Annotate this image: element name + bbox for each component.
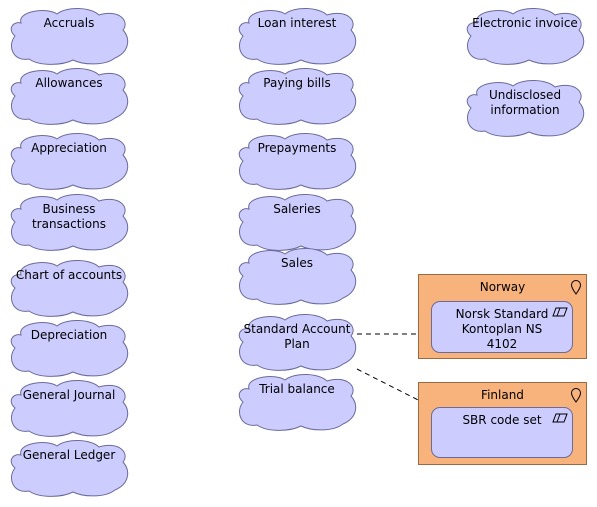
- representation-label: SBR code set: [462, 413, 542, 427]
- business-object-sales[interactable]: [238, 248, 357, 305]
- location-pin-icon: [570, 388, 582, 403]
- business-object-loan-interest[interactable]: [238, 8, 357, 65]
- business-object-saleries[interactable]: [238, 194, 357, 251]
- business-object-chart-of-accounts[interactable]: [10, 260, 129, 317]
- business-object-paying-bills[interactable]: [238, 68, 357, 125]
- business-object-prepayments[interactable]: [238, 133, 357, 190]
- location-pin-icon: [570, 280, 582, 295]
- business-object-allowances[interactable]: [10, 68, 129, 125]
- business-object-electronic-invoice[interactable]: [466, 8, 585, 65]
- business-object-standard-account-plan[interactable]: [238, 314, 357, 371]
- business-object-general-journal[interactable]: [10, 380, 129, 437]
- business-object-undisclosed-information[interactable]: [466, 80, 585, 137]
- business-object-business-transactions[interactable]: [10, 194, 129, 251]
- business-object-trial-balance[interactable]: [238, 374, 357, 431]
- representation-sbr-code-set[interactable]: SBR code set: [431, 407, 573, 458]
- business-object-depreciation[interactable]: [10, 320, 129, 377]
- business-object-appreciation[interactable]: [10, 133, 129, 190]
- business-object-general-ledger[interactable]: [10, 440, 129, 497]
- location-title-finland: Finland: [481, 388, 524, 402]
- business-object-accruals[interactable]: [10, 8, 129, 65]
- location-finland[interactable]: Finland SBR code set: [418, 382, 587, 465]
- representation-parallelogram-icon: [552, 307, 568, 317]
- relation-to-finland[interactable]: [356, 368, 430, 406]
- location-title-norway: Norway: [479, 280, 526, 294]
- representation-parallelogram-icon: [552, 413, 568, 423]
